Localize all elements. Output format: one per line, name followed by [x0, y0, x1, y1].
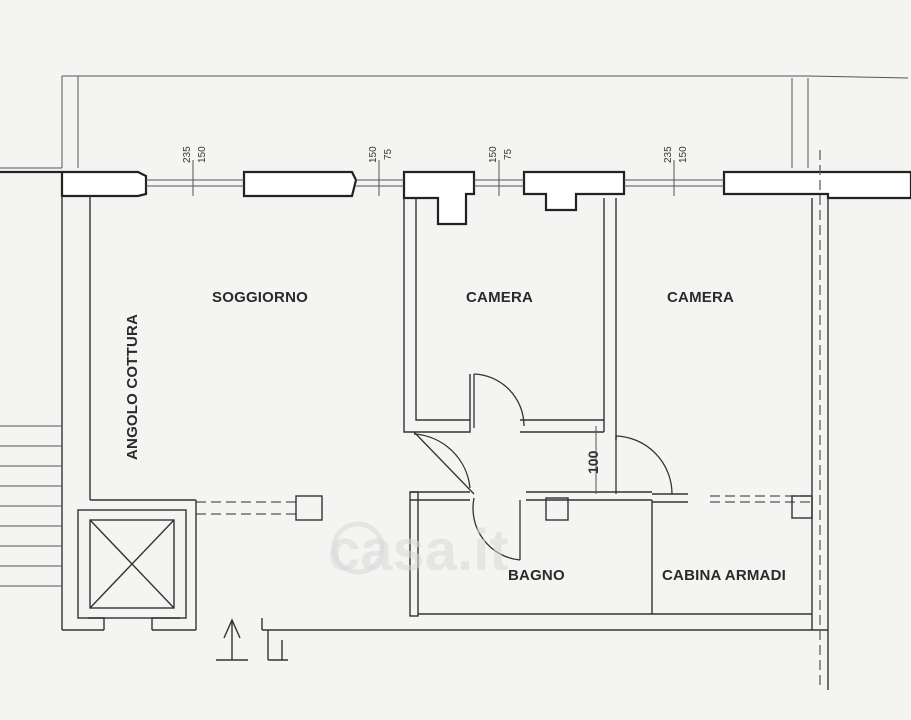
window-dimensions: 235 150 150 75 150 75 235 150: [182, 146, 689, 196]
room-label-cabina-armadi: CABINA ARMADI: [662, 567, 786, 584]
window-2-dim-bottom: 75: [383, 148, 394, 160]
elevator-shaft: [77, 509, 187, 619]
exterior-walls: [61, 150, 829, 690]
entrance-arrow-icon: [195, 618, 263, 661]
camera-1-walls: [403, 198, 617, 440]
stairs: [0, 425, 62, 587]
cabina-armadi-walls: [595, 426, 813, 615]
room-label-bagno: BAGNO: [508, 567, 565, 584]
living-partitions: [90, 495, 323, 618]
window-3-dim-bottom: 75: [503, 148, 514, 160]
facade-wall: [0, 170, 911, 226]
terrace-boundary: [0, 75, 909, 169]
room-label-camera-2: CAMERA: [667, 289, 734, 306]
window-1-dim-top: 235: [182, 146, 193, 163]
window-3-dim-top: 150: [488, 146, 499, 163]
room-label-angolo-cottura: ANGOLO COTTURA: [124, 314, 141, 460]
watermark-logo-icon: [331, 521, 385, 575]
window-1-dim-bottom: 150: [197, 146, 208, 163]
window-4-dim-top: 235: [663, 146, 674, 163]
window-4-dim-bottom: 150: [678, 146, 689, 163]
room-label-camera-1: CAMERA: [466, 289, 533, 306]
room-label-soggiorno: SOGGIORNO: [212, 289, 308, 306]
bagno-walls: [409, 431, 653, 617]
window-2-dim-top: 150: [368, 146, 379, 163]
door-dimension: 100: [585, 450, 601, 474]
